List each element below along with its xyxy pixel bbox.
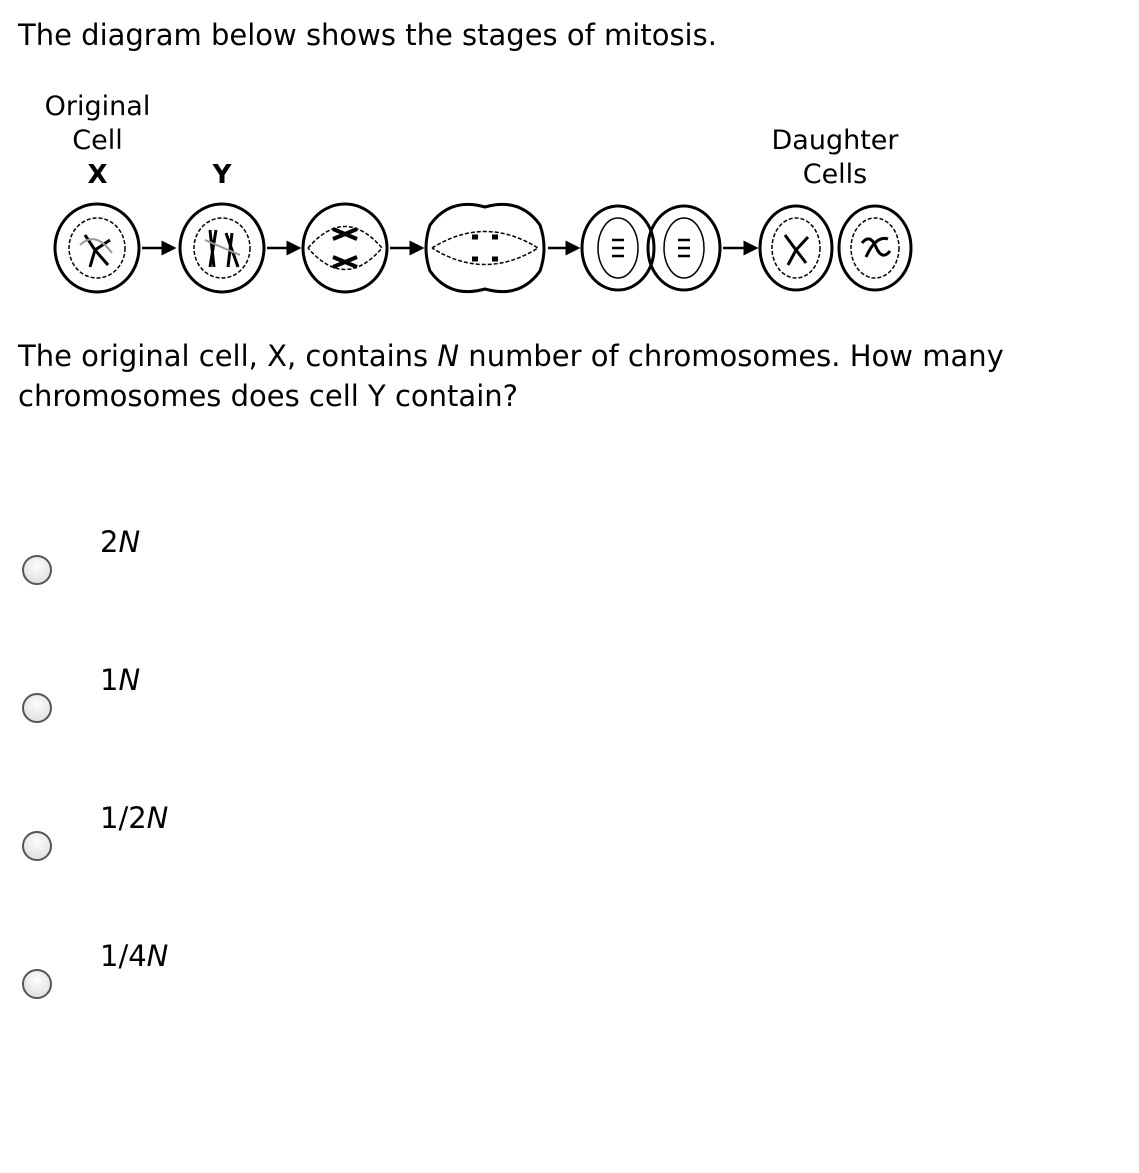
radio-button[interactable] [22, 831, 52, 861]
option-1n[interactable]: 1N [0, 663, 400, 753]
option-variable: N [146, 939, 169, 973]
label-cells: Cells [802, 159, 868, 190]
option-label: 2N [100, 525, 140, 559]
question-variable: N [437, 339, 460, 373]
label-original-cell: Original Cell X [30, 90, 165, 192]
label-y: Y [212, 160, 232, 190]
label-x: X [87, 160, 108, 190]
cell-anaphase [424, 202, 546, 294]
question-part2: number of chromosomes. How many chromoso… [18, 339, 1004, 413]
label-daughter-cells: Daughter Cells [750, 124, 920, 192]
label-cell: Cell [72, 125, 123, 156]
option-variable: N [118, 663, 141, 697]
cell-metaphase [301, 202, 389, 294]
option-label: 1/4N [100, 939, 168, 973]
option-variable: N [146, 801, 169, 835]
radio-button[interactable] [22, 969, 52, 999]
option-2n[interactable]: 2N [0, 525, 400, 615]
option-number: 1/4 [100, 939, 147, 973]
option-number: 2 [100, 525, 119, 559]
label-daughter: Daughter [771, 125, 899, 156]
option-quarter-n[interactable]: 1/4N [0, 939, 400, 1029]
option-variable: N [118, 525, 141, 559]
label-original: Original [44, 91, 151, 122]
daughter-cell-1 [758, 204, 834, 292]
option-label: 1N [100, 663, 140, 697]
option-number: 1 [100, 663, 119, 697]
radio-button[interactable] [22, 555, 52, 585]
intro-text: The diagram below shows the stages of mi… [18, 18, 717, 52]
cell-telophase [580, 204, 722, 292]
cell-x-interphase [53, 202, 141, 294]
radio-button[interactable] [22, 693, 52, 723]
daughter-cell-2 [837, 204, 913, 292]
option-label: 1/2N [100, 801, 168, 835]
question-part1: The original cell, X, contains [18, 339, 438, 373]
option-half-n[interactable]: 1/2N [0, 801, 400, 891]
cell-y-prophase [178, 202, 266, 294]
mitosis-diagram [53, 202, 913, 294]
option-number: 1/2 [100, 801, 147, 835]
question-text: The original cell, X, contains N number … [18, 336, 1128, 416]
